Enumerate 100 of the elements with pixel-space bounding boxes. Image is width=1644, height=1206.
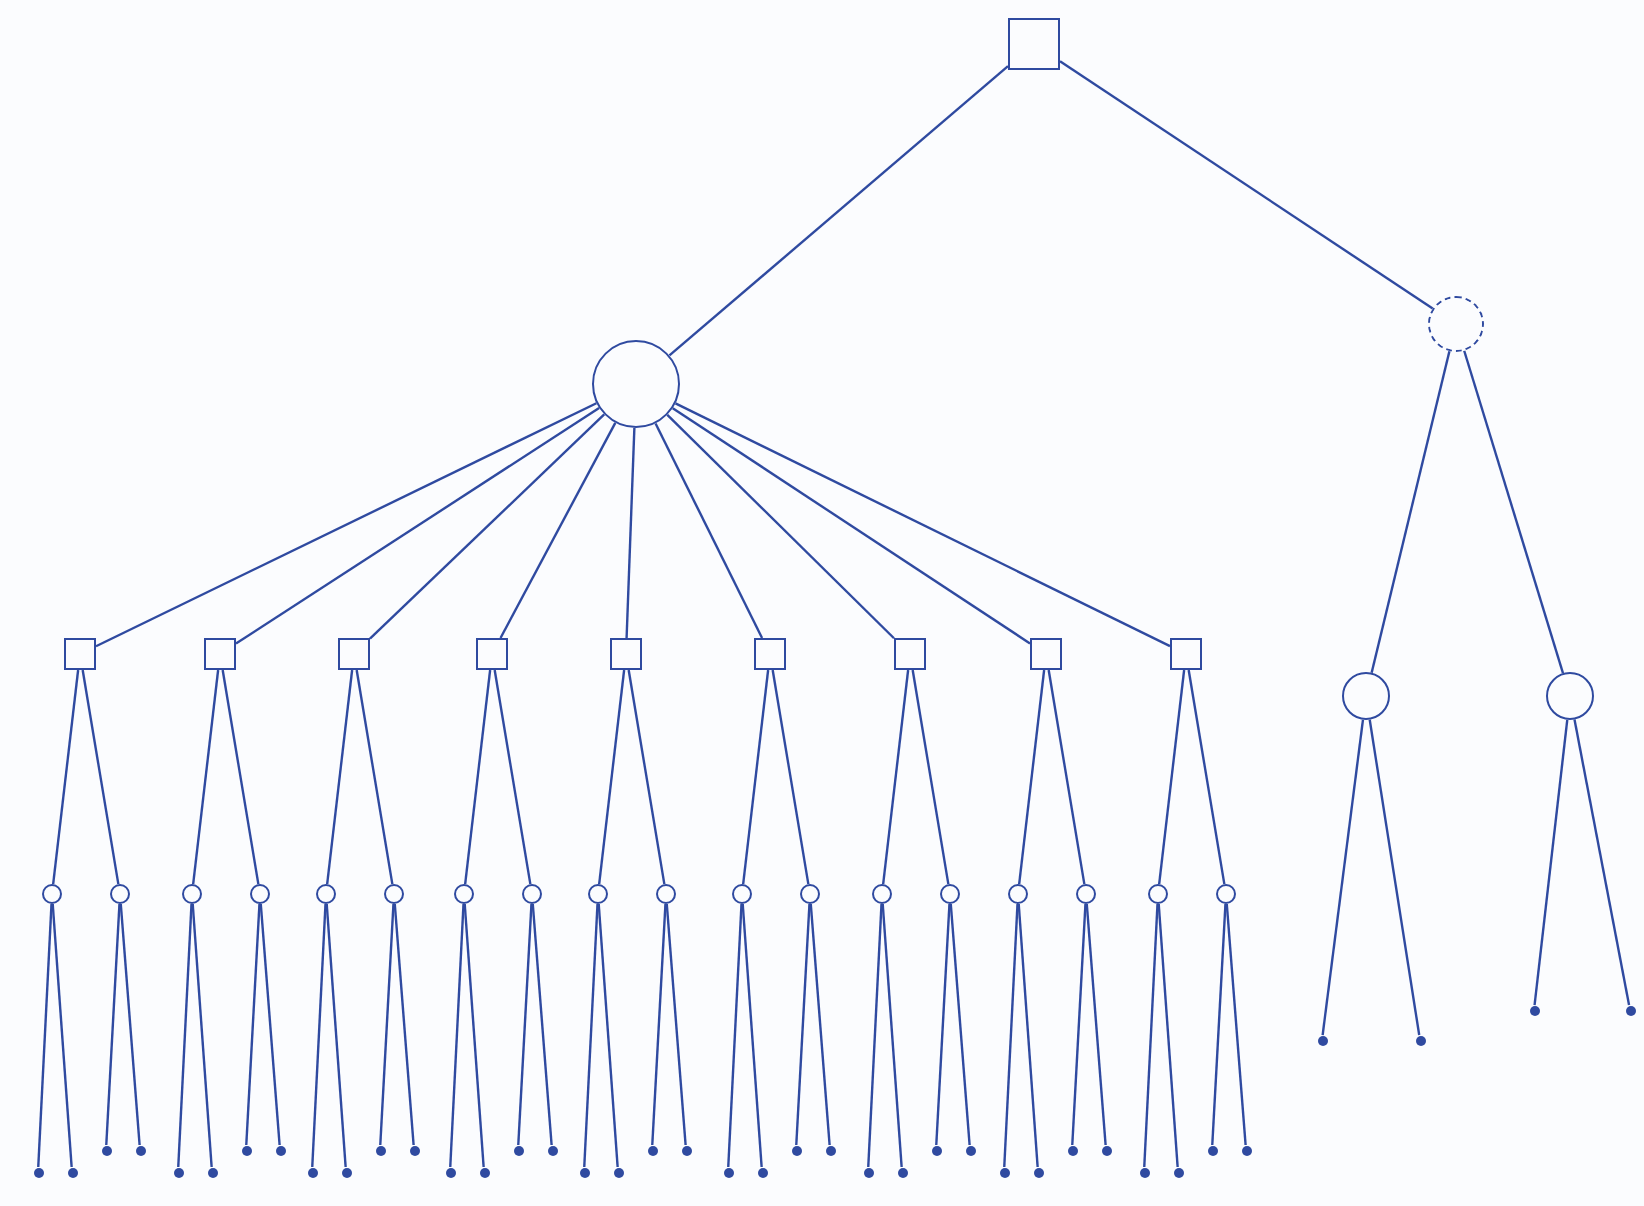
end-point (965, 1145, 975, 1155)
branch-line (1157, 669, 1186, 885)
branch-line (1573, 719, 1631, 1006)
branch-line (119, 903, 141, 1146)
branch-line (1533, 719, 1569, 1006)
end-point (579, 1167, 589, 1177)
chance-circle (732, 884, 752, 904)
end-point (863, 1167, 873, 1177)
branch-line (463, 669, 492, 885)
chance-circle (1008, 884, 1028, 904)
branch-line (37, 903, 53, 1168)
end-point (33, 1167, 43, 1177)
branch-line (393, 903, 415, 1146)
branch-line (517, 903, 533, 1146)
branch-line (1017, 903, 1039, 1168)
branch-line (727, 903, 743, 1168)
end-point (1173, 1167, 1183, 1177)
branch-line (449, 903, 465, 1168)
end-point (681, 1145, 691, 1155)
end-point (1139, 1167, 1149, 1177)
end-point (207, 1167, 217, 1177)
branch-line (493, 669, 532, 885)
branch-line (1211, 903, 1227, 1146)
end-point (173, 1167, 183, 1177)
branch-line (499, 422, 617, 639)
end-point (1101, 1145, 1111, 1155)
end-point (1033, 1167, 1043, 1177)
branch-line (369, 413, 606, 640)
branch-line (1017, 669, 1046, 885)
branch-line (1368, 719, 1421, 1036)
decision-square (64, 638, 96, 670)
decision-square (894, 638, 926, 670)
chance-circle (1342, 672, 1390, 720)
end-point (723, 1167, 733, 1177)
branch-line (221, 669, 260, 885)
branch-line (177, 903, 193, 1168)
end-point (101, 1145, 111, 1155)
branch-line (881, 669, 910, 885)
end-point (67, 1167, 77, 1177)
branch-line (1071, 903, 1087, 1146)
branch-line (105, 903, 121, 1146)
branch-line (95, 402, 597, 648)
branch-line (191, 669, 220, 885)
branch-line (911, 669, 950, 885)
chance-circle (182, 884, 202, 904)
chance-circle (940, 884, 960, 904)
branch-line (881, 903, 903, 1168)
branch-line (259, 903, 281, 1146)
branch-line (741, 903, 763, 1168)
chance-circle (1428, 296, 1484, 352)
branch-line (665, 903, 687, 1146)
branch-line (325, 669, 354, 885)
chance-circle (110, 884, 130, 904)
end-point (547, 1145, 557, 1155)
branch-line (654, 422, 764, 639)
branch-line (1143, 903, 1159, 1168)
branch-line (1047, 669, 1086, 885)
chance-circle (1546, 672, 1594, 720)
branch-line (741, 669, 770, 885)
branch-line (666, 414, 895, 640)
decision-square (1008, 18, 1060, 70)
branch-line (379, 903, 395, 1146)
branch-line (809, 903, 831, 1146)
end-point (999, 1167, 1009, 1177)
branch-line (311, 903, 327, 1168)
chance-circle (42, 884, 62, 904)
branch-line (627, 669, 666, 885)
branch-line (325, 903, 347, 1168)
end-point (1625, 1005, 1635, 1015)
end-point (513, 1145, 523, 1155)
end-point (1529, 1005, 1539, 1015)
chance-circle (316, 884, 336, 904)
chance-circle (872, 884, 892, 904)
end-point (135, 1145, 145, 1155)
end-point (307, 1167, 317, 1177)
decision-square (1170, 638, 1202, 670)
end-point (613, 1167, 623, 1177)
branch-line (672, 407, 1031, 645)
branch-line (463, 903, 485, 1168)
branch-line (867, 903, 883, 1168)
end-point (791, 1145, 801, 1155)
end-point (931, 1145, 941, 1155)
chance-circle (1148, 884, 1168, 904)
end-point (375, 1145, 385, 1155)
end-point (275, 1145, 285, 1155)
branch-line (625, 427, 636, 639)
branch-line (531, 903, 553, 1146)
chance-circle (592, 340, 680, 428)
end-point (1317, 1035, 1327, 1045)
branch-line (597, 669, 626, 885)
chance-circle (1216, 884, 1236, 904)
branch-line (1463, 350, 1565, 674)
branch-line (81, 669, 120, 885)
branch-line (1225, 903, 1247, 1146)
branch-line (1003, 903, 1019, 1168)
end-point (409, 1145, 419, 1155)
end-point (445, 1167, 455, 1177)
chance-circle (522, 884, 542, 904)
branch-line (668, 65, 1009, 357)
end-point (757, 1167, 767, 1177)
